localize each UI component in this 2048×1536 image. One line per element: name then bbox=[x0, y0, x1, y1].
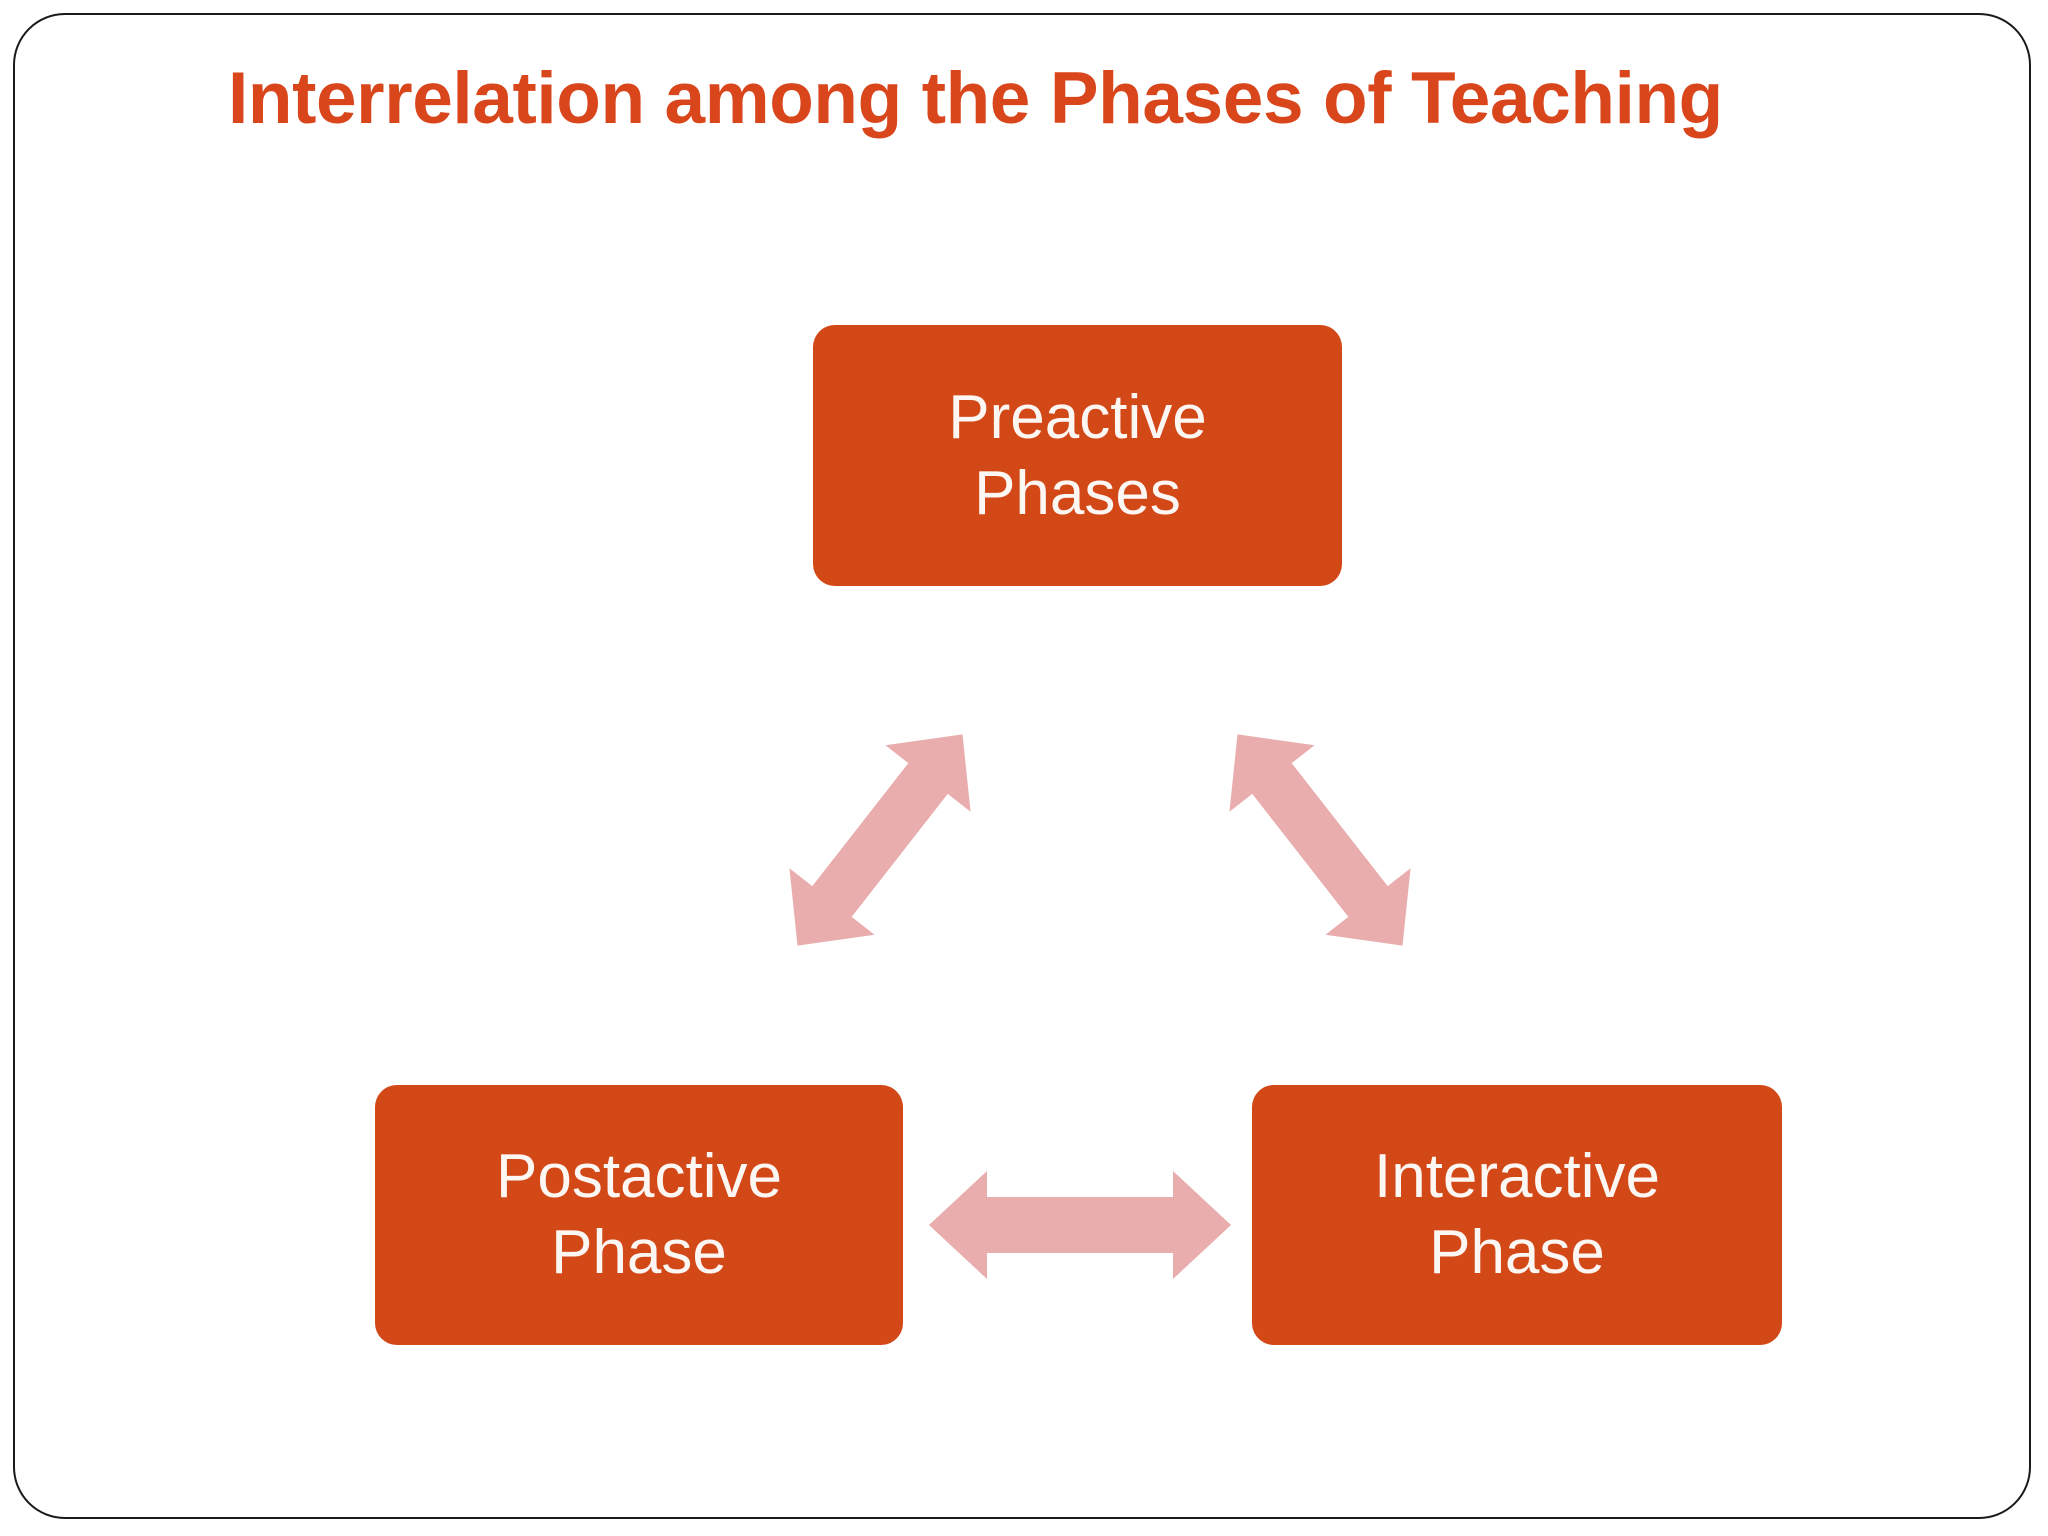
double-arrow-postactive-interactive-icon bbox=[929, 1171, 1231, 1279]
phase-node-interactive[interactable]: Interactive Phase bbox=[1252, 1085, 1782, 1345]
phase-node-preactive[interactable]: Preactive Phases bbox=[813, 325, 1342, 586]
double-arrow-preactive-postactive-icon bbox=[789, 734, 971, 946]
phase-node-postactive[interactable]: Postactive Phase bbox=[375, 1085, 903, 1345]
phase-node-preactive-label: Preactive Phases bbox=[948, 382, 1207, 528]
page-title: Interrelation among the Phases of Teachi… bbox=[228, 58, 1723, 139]
phase-node-interactive-label: Interactive Phase bbox=[1373, 1142, 1661, 1287]
double-arrow-preactive-interactive-icon bbox=[1229, 734, 1411, 946]
phase-node-postactive-label: Postactive Phase bbox=[495, 1142, 783, 1287]
